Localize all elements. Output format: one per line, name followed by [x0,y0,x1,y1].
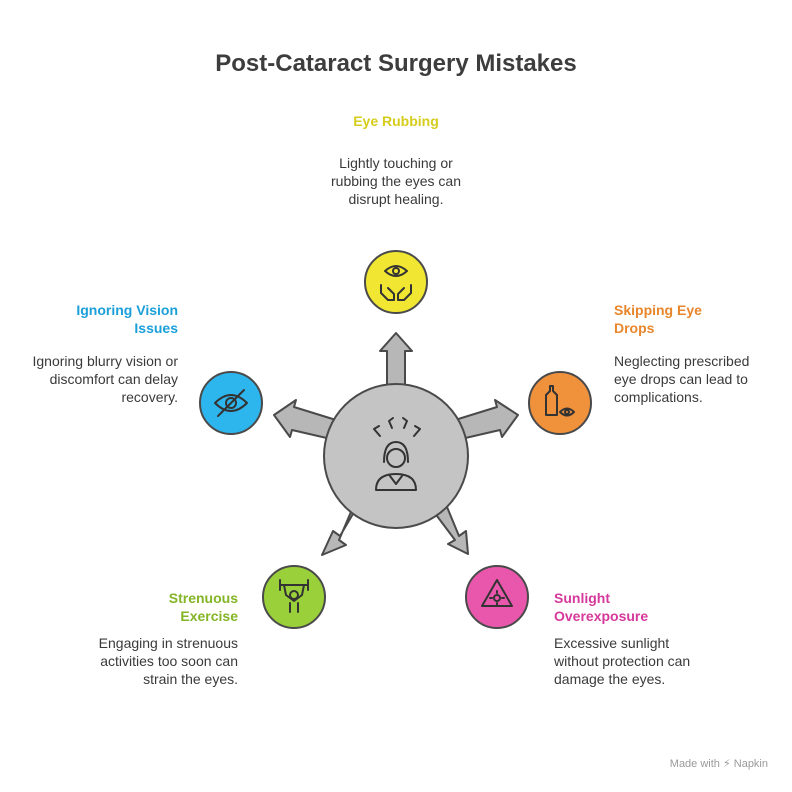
heading-strenuous-exercise: Strenuous Exercise [168,590,238,624]
node-strenuous-exercise [262,565,326,629]
weightlifter-icon [279,579,309,613]
description-skipping-eye-drops: Neglecting prescribed eye drops can lead… [614,353,750,405]
eye-slash-icon [214,389,248,417]
eye-drop-bottle-icon [545,385,575,417]
arrow-up [379,332,413,389]
description-eye-rubbing: Lightly touching or rubbing the eyes can… [331,155,461,207]
arrow-right [454,399,519,440]
node-sunlight-overexposure [465,565,529,629]
heading-skipping-eye-drops: Skipping Eye Drops [614,302,702,336]
heading-eye-rubbing: Eye Rubbing [353,113,439,129]
node-skipping-eye-drops [528,371,592,435]
sun-warning-icon [481,579,513,607]
description-strenuous-exercise: Engaging in strenuous activities too soo… [98,635,238,687]
center-node [323,383,469,529]
napkin-watermark: Made with ⚡ Napkin [669,758,768,770]
heading-sunlight-overexposure: Sunlight Overexposure [554,590,649,624]
description-ignoring-vision-issues: Ignoring blurry vision or discomfort can… [32,353,178,405]
heading-ignoring-vision-issues: Ignoring Vision Issues [76,302,178,336]
page-title: Post-Cataract Surgery Mistakes [215,50,577,77]
arrow-left [273,399,337,440]
stressed-person-icon [373,417,421,491]
node-eye-rubbing [364,250,428,314]
eye-hands-icon [380,265,412,301]
description-sunlight-overexposure: Excessive sunlight without protection ca… [554,635,691,687]
node-ignoring-vision-issues [199,371,263,435]
